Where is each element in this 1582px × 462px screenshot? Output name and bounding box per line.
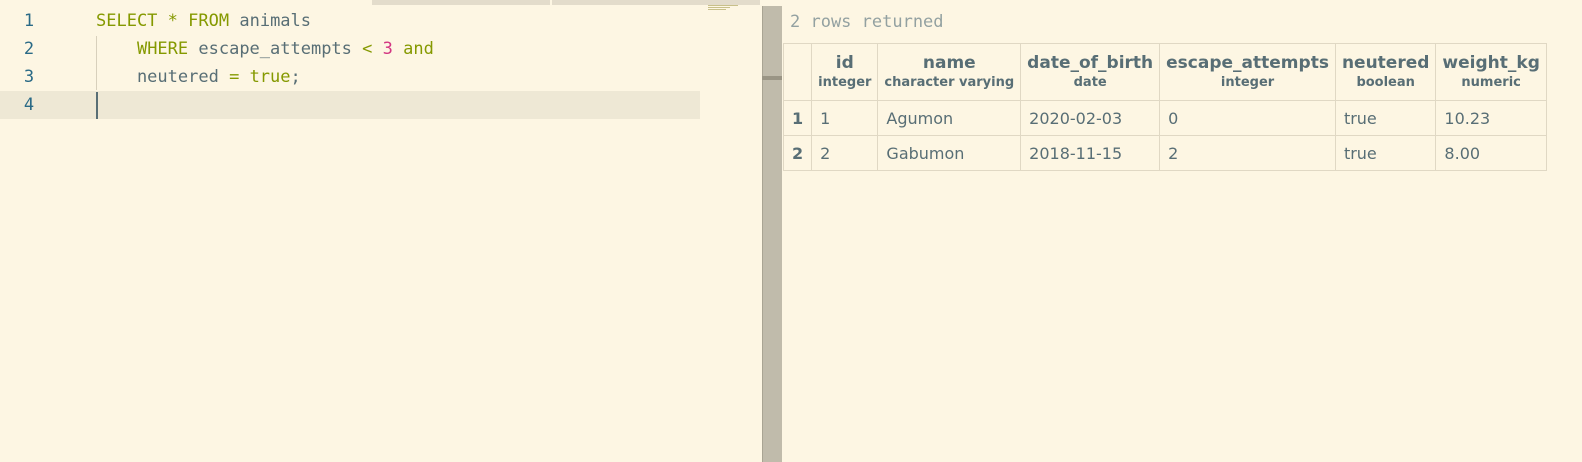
column-name: neutered [1341, 53, 1430, 73]
code-token: animals [229, 11, 312, 31]
text-cursor [96, 92, 98, 119]
table-cell[interactable]: 2020-02-03 [1020, 100, 1161, 136]
rows-returned-status: 2 rows returned [790, 12, 944, 32]
code-token [372, 39, 382, 59]
code-token: escape_attempts [188, 39, 363, 59]
code-token: FROM [188, 11, 230, 31]
code-line[interactable]: 2 WHERE escape_attempts < 3 and [0, 35, 700, 63]
editor-tab-strip-2 [552, 0, 760, 5]
line-number: 3 [23, 67, 35, 87]
code-text[interactable]: SELECT * FROM animals [96, 7, 311, 35]
table-cell[interactable]: 10.23 [1435, 100, 1547, 136]
table-cell[interactable]: 1 [811, 100, 879, 136]
code-token: < [362, 39, 373, 59]
table-cell[interactable]: true [1334, 135, 1437, 171]
results-pane: 2 rows returned id integer name character v… [782, 0, 1582, 462]
table-cell[interactable]: Agumon [877, 100, 1022, 136]
indent-guide [96, 36, 97, 90]
line-number: 2 [23, 39, 35, 59]
column-type: integer [1220, 75, 1275, 90]
code-line[interactable]: 1 SELECT * FROM animals [0, 7, 700, 35]
results-table: id integer name character varying date_of_bi… [782, 43, 1547, 171]
code-token [96, 39, 137, 59]
column-type: numeric [1461, 75, 1521, 90]
code-token: neutered [96, 67, 230, 87]
header-row: id integer name character varying date_of_bi… [782, 43, 1547, 101]
code-line[interactable]: 3 neutered = true; [0, 63, 700, 91]
pane-splitter[interactable] [762, 6, 783, 462]
column-header-4[interactable]: neutered boolean [1334, 43, 1437, 101]
table-cell[interactable]: 2018-11-15 [1020, 135, 1161, 171]
table-cell[interactable]: true [1334, 100, 1437, 136]
column-type: integer [818, 75, 872, 90]
column-header-1[interactable]: name character varying [877, 43, 1022, 101]
code-token [393, 39, 403, 59]
table-cell[interactable]: 0 [1159, 100, 1336, 136]
code-token: SELECT [96, 11, 158, 31]
column-name: escape_attempts [1166, 53, 1329, 73]
table-cell[interactable]: 2 [811, 135, 879, 171]
code-text[interactable]: neutered = true; [96, 63, 301, 91]
column-type: boolean [1356, 75, 1415, 90]
code-token: * [167, 11, 178, 31]
minimap[interactable] [708, 5, 740, 11]
row-number: 2 [782, 135, 813, 171]
code-token: 3 [382, 39, 393, 59]
code-token: ; [290, 67, 301, 87]
column-type: date [1073, 75, 1107, 90]
row-number-header [782, 43, 813, 101]
code-token: true [249, 67, 291, 87]
scrollbar-thumb[interactable] [762, 76, 782, 80]
row-number: 1 [782, 100, 813, 136]
code-text[interactable]: WHERE escape_attempts < 3 and [96, 35, 434, 63]
column-name: name [922, 53, 976, 73]
column-name: weight_kg [1442, 53, 1540, 73]
table-cell[interactable]: 2 [1159, 135, 1336, 171]
code-token: and [403, 39, 434, 59]
column-name: id [835, 53, 854, 73]
line-number: 1 [23, 11, 35, 31]
column-header-0[interactable]: id integer [811, 43, 879, 101]
code-line[interactable]: 4 [0, 91, 700, 119]
table-cell[interactable]: 8.00 [1435, 135, 1547, 171]
editor-tab-strip [372, 0, 550, 5]
column-type: character varying [884, 75, 1015, 90]
code-token [178, 11, 188, 31]
column-name: date_of_birth [1027, 53, 1154, 73]
table-cell[interactable]: Gabumon [877, 135, 1022, 171]
code-token [239, 67, 249, 87]
line-number: 4 [23, 95, 35, 115]
code-token: = [229, 67, 240, 87]
code-token: WHERE [136, 39, 189, 59]
code-token [157, 11, 167, 31]
